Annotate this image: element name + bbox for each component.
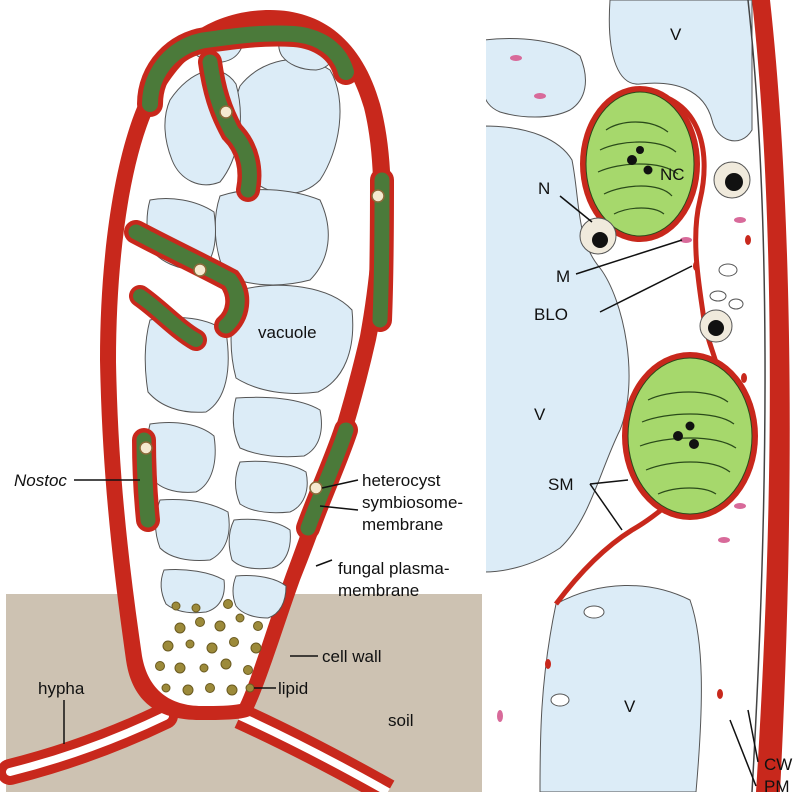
upper-left-vacuole (484, 39, 585, 117)
heterocyst-label: heterocyst (362, 471, 441, 490)
right-panel: V N NC M BLO V SM V CW PM (484, 0, 802, 792)
symbiosome-membrane-label-2: membrane (362, 515, 443, 534)
left-panel: vacuole Nostoc heterocyst symbiosome- me… (6, 10, 482, 792)
fungal-plasma-membrane-label-2: membrane (338, 581, 419, 600)
cell-wall-label: cell wall (322, 647, 382, 666)
hypha-label: hypha (38, 679, 85, 698)
mitochondrion-label: M (556, 267, 570, 286)
nostoc-cell-label: NC (660, 165, 685, 184)
soil-label: soil (388, 711, 414, 730)
symbiosome-membrane-label-1: symbiosome- (362, 493, 463, 512)
fungal-plasma-membrane-label-1: fungal plasma- (338, 559, 450, 578)
sm-label: SM (548, 475, 574, 494)
nostoc-label: Nostoc (14, 471, 67, 490)
vacuole-bottom-label: V (624, 697, 636, 716)
nostoc-cell-lower (622, 352, 758, 520)
blo-label: BLO (534, 305, 568, 324)
vacuole-top-label: V (670, 25, 682, 44)
cw-label: CW (764, 755, 792, 774)
nucleus-label: N (538, 179, 550, 198)
vacuole-middle-label: V (534, 405, 546, 424)
bottom-vacuole (540, 585, 701, 792)
pm-label: PM (764, 777, 790, 792)
panel-divider (482, 0, 486, 792)
vacuole-label: vacuole (258, 323, 317, 342)
lipid-label: lipid (278, 679, 308, 698)
